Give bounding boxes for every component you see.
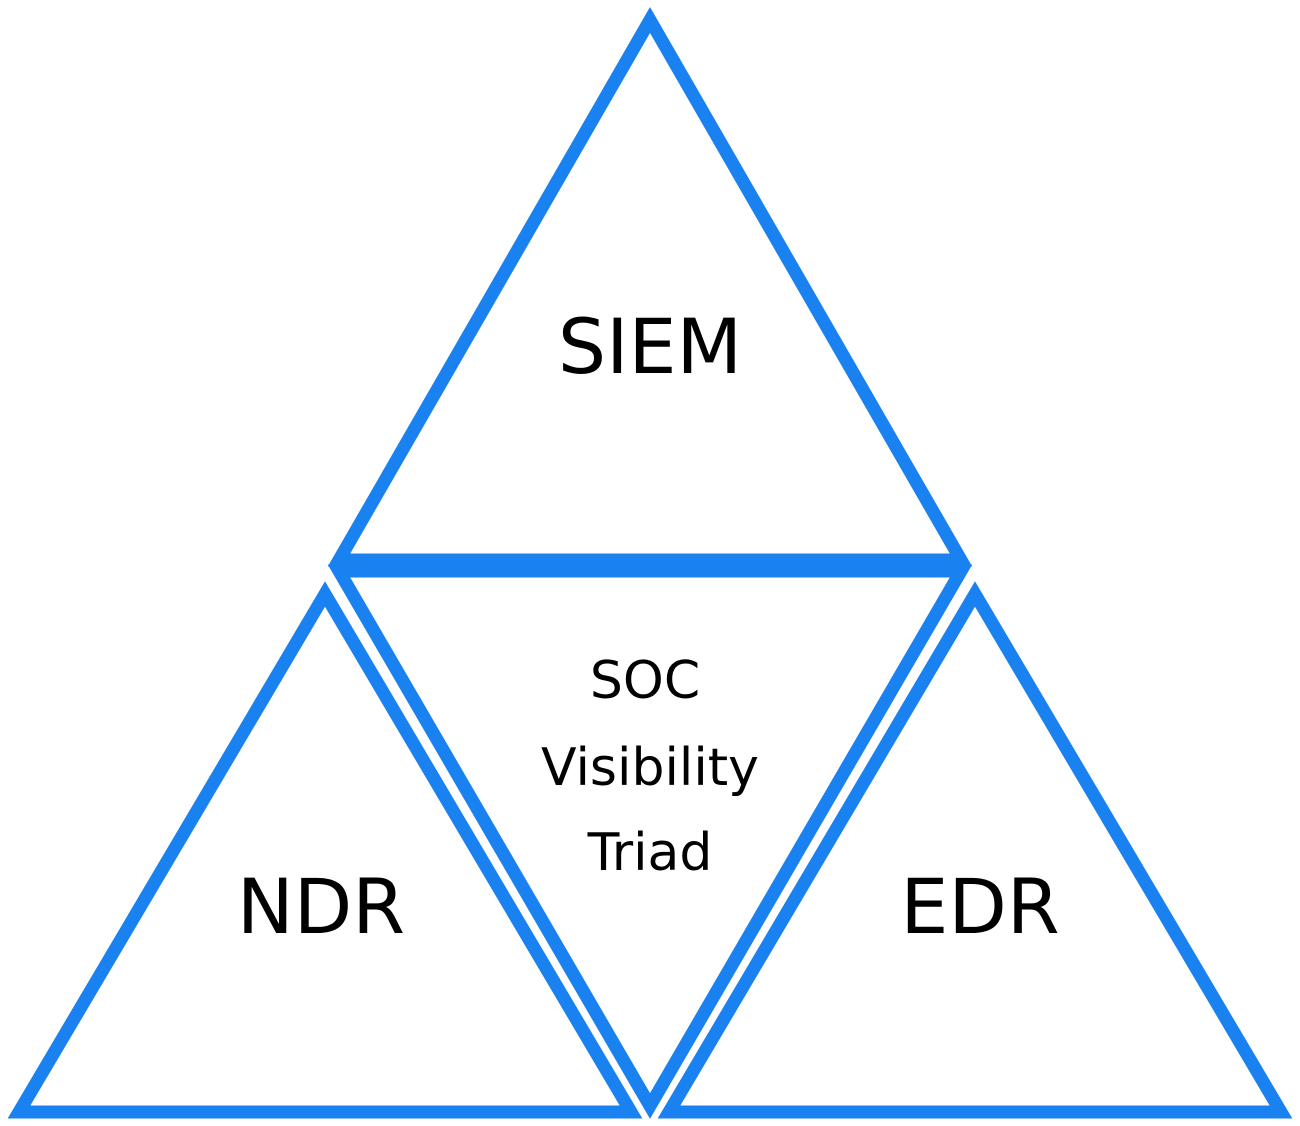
edr-triangle [657,581,1293,1119]
center-triangle [327,564,973,1119]
ndr-triangle [7,581,643,1119]
ndr-label: NDR [237,862,405,951]
siem-label: SIEM [558,302,742,391]
edr-label: EDR [900,862,1059,951]
center-label-line-1: SOC [590,651,700,711]
center-label-line-3: Triad [587,823,713,883]
siem-triangle [327,6,973,567]
center-label-line-2: Visibility [541,738,759,798]
